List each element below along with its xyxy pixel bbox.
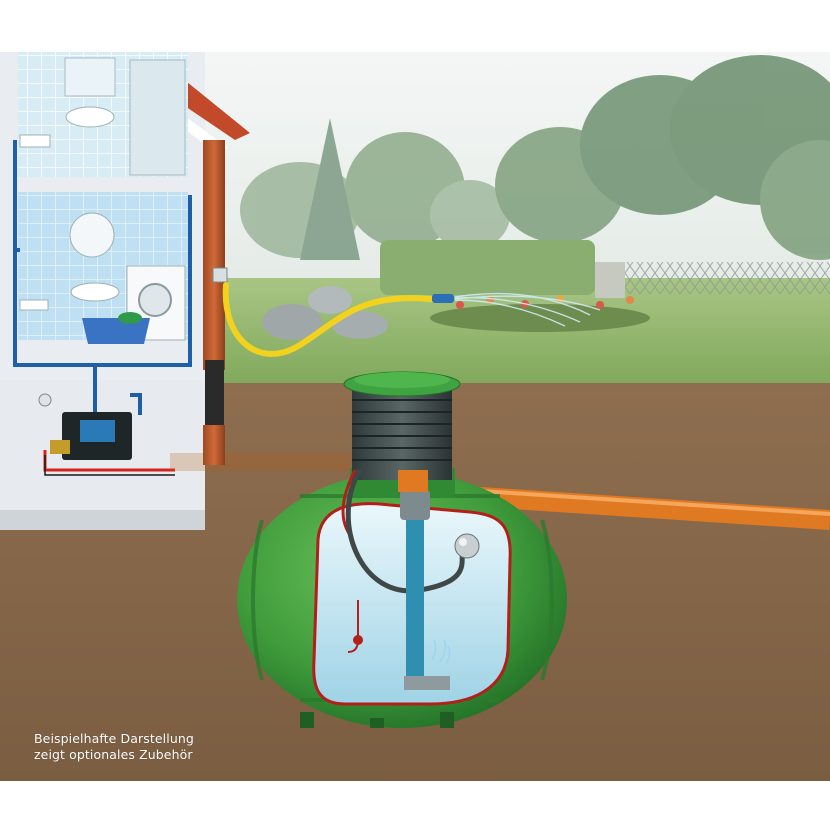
- house: [0, 52, 250, 530]
- background-trees: [240, 55, 830, 260]
- shower-cabin: [129, 59, 186, 176]
- pump-icon: [38, 393, 132, 460]
- mirror: [69, 212, 115, 258]
- washbasin-icon: [70, 282, 120, 302]
- tank-shaft: [352, 388, 452, 480]
- hedge: [380, 240, 595, 295]
- flower-bed: [430, 295, 650, 332]
- water-spray: [454, 292, 601, 327]
- downpipe: [203, 140, 225, 370]
- garden-hose-icon: [222, 282, 443, 357]
- caption-line-2: zeigt optionales Zubehör: [34, 747, 193, 762]
- caption: Beispielhafte Darstellung zeigt optional…: [34, 731, 194, 763]
- toilet-icon: [19, 299, 49, 311]
- garden-rocks: [262, 286, 388, 340]
- filter-pipe: [406, 505, 424, 685]
- float-switch-icon: [454, 533, 480, 559]
- laundry-basket: [82, 318, 150, 344]
- water-line: [13, 140, 192, 415]
- garden-fence: [625, 262, 830, 294]
- rain-tank-icon: [237, 371, 567, 728]
- calmed-inflow: [404, 676, 450, 690]
- caption-line-1: Beispielhafte Darstellung: [34, 731, 194, 746]
- washbasin-icon: [65, 106, 115, 128]
